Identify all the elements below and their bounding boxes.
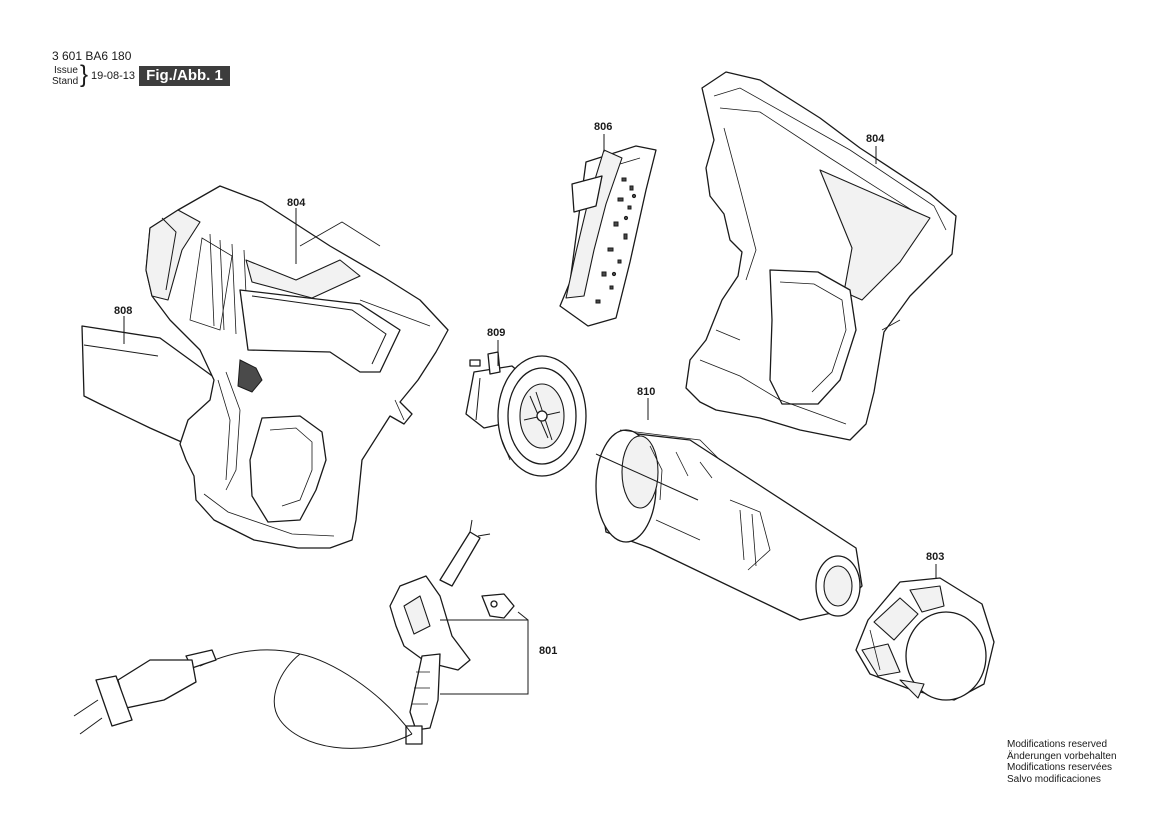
stand-label: Stand (52, 76, 79, 87)
part-809-fan-motor[interactable] (465, 351, 587, 477)
modifications-es: Salvo modificaciones (1007, 773, 1101, 785)
part-803-nozzle-cap[interactable] (855, 577, 995, 701)
issue-label: Issue (54, 65, 78, 76)
callout-804-left: 804 (287, 197, 306, 209)
callout-808: 808 (114, 305, 132, 317)
callout-810: 810 (637, 386, 655, 398)
part-810-heater-tube[interactable] (595, 429, 863, 621)
brace-glyph: } (80, 61, 89, 88)
part-806-circuit-board[interactable] (559, 145, 657, 327)
callout-801: 801 (539, 645, 557, 657)
modifications-en: Modifications reserved (1007, 739, 1108, 750)
circuit-components (595, 177, 637, 304)
callout-809: 809 (487, 327, 505, 339)
part-804-left-housing[interactable] (145, 185, 449, 549)
part-callouts: 804 804 806 808 809 810 803 801 (114, 121, 944, 657)
issue-date: 19-08-13 (91, 70, 136, 82)
figure-badge: Fig./Abb. 1 (139, 66, 230, 86)
callout-803: 803 (926, 551, 944, 563)
modifications-fr: Modifications reservées (1007, 762, 1113, 773)
callout-804-right: 804 (866, 133, 885, 145)
part-804-right-housing[interactable] (685, 71, 957, 441)
modifications-de: Änderungen vorbehalten (1007, 750, 1117, 762)
callout-806: 806 (594, 121, 612, 133)
part-801-power-cord[interactable] (73, 519, 529, 749)
document-number: 3 601 BA6 180 (52, 49, 132, 63)
modifications-notice: Modifications reserved Änderungen vorbeh… (1007, 739, 1117, 785)
